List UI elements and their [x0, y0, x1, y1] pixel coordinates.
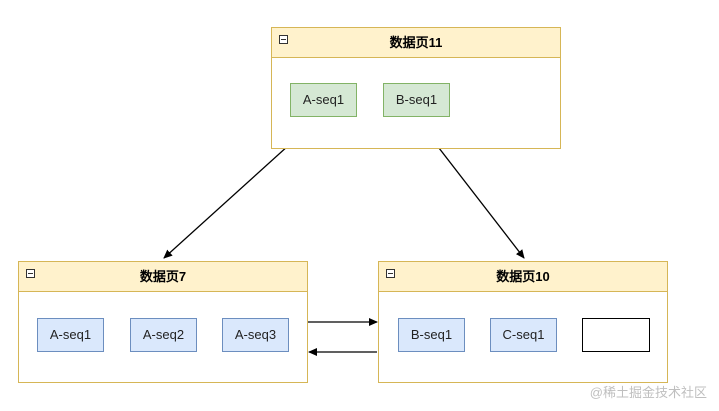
- page10-record-b-seq1[interactable]: B-seq1: [398, 318, 465, 352]
- collapse-icon[interactable]: [386, 269, 395, 278]
- page11-container[interactable]: 数据页11 A-seq1 B-seq1: [271, 27, 561, 149]
- page10-container[interactable]: 数据页10 B-seq1 C-seq1: [378, 261, 668, 383]
- page10-record-c-seq1[interactable]: C-seq1: [490, 318, 557, 352]
- page10-title: 数据页10: [496, 269, 550, 284]
- page11-title: 数据页11: [389, 35, 443, 50]
- collapse-icon[interactable]: [26, 269, 35, 278]
- page11-record-b-seq1[interactable]: B-seq1: [383, 83, 450, 117]
- page7-title: 数据页7: [139, 269, 187, 284]
- collapse-icon[interactable]: [279, 35, 288, 44]
- page10-header: 数据页10: [379, 262, 667, 292]
- page7-record-a-seq3[interactable]: A-seq3: [222, 318, 289, 352]
- page7-header: 数据页7: [19, 262, 307, 292]
- watermark: @稀土掘金技术社区: [589, 385, 707, 400]
- page7-record-a-seq2[interactable]: A-seq2: [130, 318, 197, 352]
- page11-header: 数据页11: [272, 28, 560, 58]
- page7-record-a-seq1[interactable]: A-seq1: [37, 318, 104, 352]
- page11-record-a-seq1[interactable]: A-seq1: [290, 83, 357, 117]
- page10-empty-record[interactable]: [582, 318, 650, 352]
- page7-container[interactable]: 数据页7 A-seq1 A-seq2 A-seq3: [18, 261, 308, 383]
